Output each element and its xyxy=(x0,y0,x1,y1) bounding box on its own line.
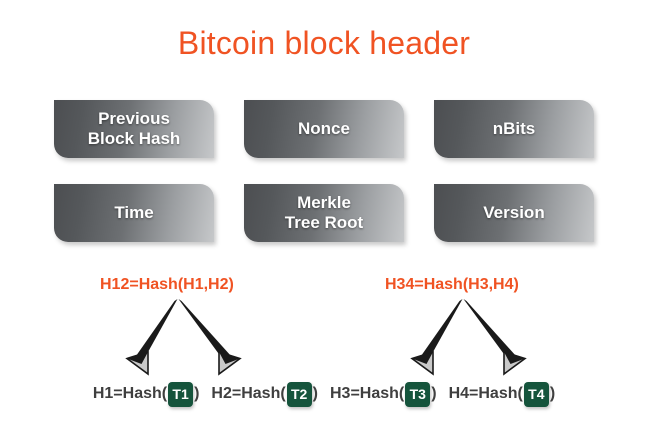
header-field-label: Version xyxy=(483,203,545,222)
tx-badge-t2[interactable]: T2 xyxy=(286,381,312,407)
merkle-leaf-row: H1=Hash( T1 ) H2=Hash( T2 ) H3=Hash( T3 … xyxy=(0,380,648,408)
header-field-label: Previous Block Hash xyxy=(87,109,181,148)
header-field-label: Merkle Tree Root xyxy=(284,193,364,232)
leaf-prefix: H2=Hash( xyxy=(211,385,286,402)
leaf-suffix: ) xyxy=(431,385,437,402)
leaf-prefix: H1=Hash( xyxy=(92,385,168,402)
header-field-label: Nonce xyxy=(298,119,350,138)
leaf-suffix: ) xyxy=(549,385,556,402)
leaf-prefix: H3=Hash( xyxy=(330,385,405,402)
tx-badge-t1[interactable]: T1 xyxy=(168,381,194,407)
header-field-label: nBits xyxy=(492,119,536,138)
header-field-label: Time xyxy=(114,203,154,222)
leaf-suffix: ) xyxy=(194,385,200,402)
arrow-h12-to-h2 xyxy=(178,299,242,376)
header-field-time[interactable]: Time xyxy=(54,184,214,242)
arrow-h34-to-h4 xyxy=(463,299,527,376)
tx-badge-t4[interactable]: T4 xyxy=(523,381,549,407)
merkle-leaf-h4: H4=Hash( T4 ) xyxy=(448,380,556,408)
merkle-leaf-h3: H3=Hash( T3 ) xyxy=(330,380,437,408)
header-field-previous-block-hash[interactable]: Previous Block Hash xyxy=(54,100,214,158)
arrow-h12-to-h1 xyxy=(125,299,178,376)
tx-badge-t3[interactable]: T3 xyxy=(405,381,431,407)
merkle-branch-label-h34: H34=Hash(H3,H4) xyxy=(385,276,519,293)
leaf-suffix: ) xyxy=(312,385,318,402)
header-field-nbits[interactable]: nBits xyxy=(434,100,594,158)
merkle-leaf-h1: H1=Hash( T1 ) xyxy=(92,380,200,408)
header-field-version[interactable]: Version xyxy=(434,184,594,242)
merkle-leaf-h2: H2=Hash( T2 ) xyxy=(211,380,318,408)
arrow-h34-to-h3 xyxy=(410,299,463,376)
merkle-branch-label-h12: H12=Hash(H1,H2) xyxy=(100,276,234,293)
header-field-nonce[interactable]: Nonce xyxy=(244,100,404,158)
header-field-merkle-tree-root[interactable]: Merkle Tree Root xyxy=(244,184,404,242)
page-title: Bitcoin block header xyxy=(177,25,471,61)
leaf-prefix: H4=Hash( xyxy=(448,385,523,402)
